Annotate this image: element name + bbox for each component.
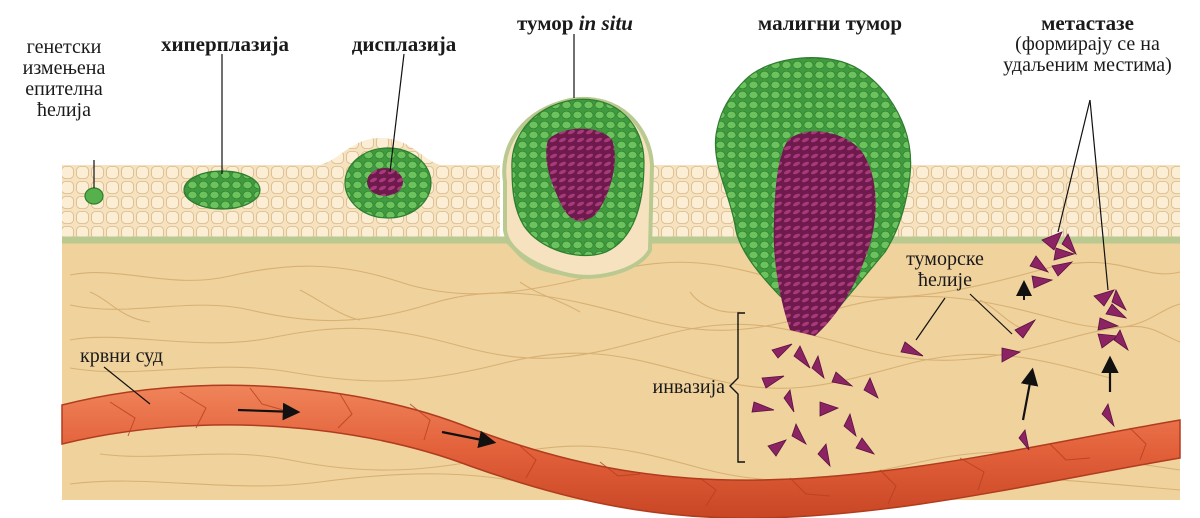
label-blood-vessel: крвни суд: [80, 346, 200, 367]
label-metastases: метастазе (формирају се на удаљеним мест…: [980, 13, 1195, 76]
label-altered-cell: генетски измењена епителна ћелија: [4, 37, 124, 121]
label-metastases-title: метастазе: [980, 13, 1195, 34]
label-dysplasia: дисплазија: [334, 34, 474, 55]
label-in-situ-tumor: тумор in situ: [495, 13, 655, 34]
dysplasia-mass: [345, 148, 431, 218]
label-invasion: инвазија: [620, 377, 725, 398]
in-situ-tumor: [504, 99, 652, 277]
label-tumor-cells: туморске ћелије: [880, 249, 1010, 291]
hyperplasia-mass: [184, 171, 260, 209]
label-in-situ-prefix: тумор: [517, 11, 579, 35]
altered-cell: [85, 188, 103, 204]
label-hyperplasia: хиперплазија: [145, 34, 305, 55]
label-in-situ-italic: in situ: [579, 11, 633, 35]
label-malignant-tumor: малигни тумор: [735, 13, 925, 34]
